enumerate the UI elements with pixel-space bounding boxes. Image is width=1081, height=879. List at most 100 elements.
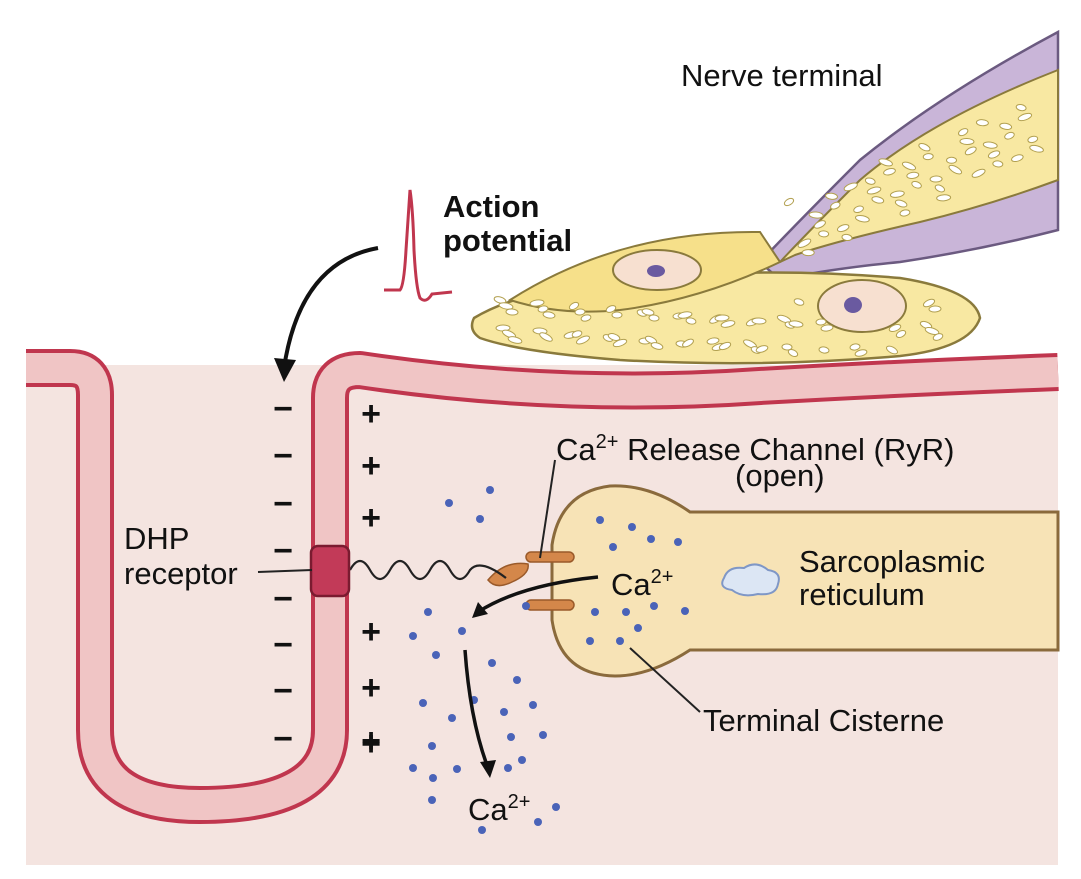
minus-charge-1: − <box>273 390 293 428</box>
sarcolemma-membrane <box>26 349 1059 824</box>
synaptic-vesicle <box>878 158 893 167</box>
calcium-ion-dot <box>628 523 636 531</box>
ca-bottom-label: Ca2+ <box>468 785 530 827</box>
synaptic-vesicle <box>883 167 896 176</box>
synaptic-vesicle <box>871 196 885 204</box>
calcium-ion-dot <box>507 733 515 741</box>
calcium-ion-dot <box>552 803 560 811</box>
ryr-ion: Ca <box>556 432 596 467</box>
synaptic-vesicle <box>1027 135 1039 144</box>
membrane-positive-charges: +++++++ <box>361 395 381 763</box>
synaptic-vesicle <box>922 153 934 161</box>
synaptic-vesicle <box>677 311 693 319</box>
calcium-ion-dot <box>488 659 496 667</box>
calcium-ion-dot <box>616 637 624 645</box>
synaptic-vesicle <box>899 209 911 217</box>
calcium-ion-dot <box>409 632 417 640</box>
dhp-label-line2: receptor <box>124 556 238 591</box>
calcium-ion-dot <box>500 708 508 716</box>
membrane-negative-charges: −−−−−−−− <box>273 390 293 758</box>
synaptic-vesicle <box>706 337 720 345</box>
synaptic-vesicle <box>919 320 933 330</box>
synaptic-vesicle <box>918 142 931 152</box>
terminal-cisterne-label: Terminal Cisterne <box>703 703 945 738</box>
synaptic-vesicle <box>650 342 664 350</box>
calcium-ion-dot <box>681 607 689 615</box>
calcium-ion-dot <box>476 515 484 523</box>
sr-label-line1: Sarcoplasmic <box>799 544 986 579</box>
synaptic-vesicle <box>849 343 861 351</box>
synaptic-vesicle <box>793 298 805 306</box>
synaptic-vesicle <box>808 211 824 219</box>
calcium-ion-dot <box>513 676 521 684</box>
calcium-ion-dot <box>522 602 530 610</box>
calcium-ion-dot <box>453 765 461 773</box>
synaptic-vesicle <box>605 305 617 313</box>
synaptic-vesicle <box>574 308 586 316</box>
calcium-ion-dot <box>586 637 594 645</box>
calcium-ion-dot <box>504 764 512 772</box>
synaptic-vesicle <box>648 314 660 322</box>
synaptic-vesicle <box>888 324 902 332</box>
synaptic-vesicle <box>906 171 920 179</box>
synaptic-vesicle <box>507 336 523 344</box>
calcium-ion-dot <box>428 796 436 804</box>
calcium-ion-dot <box>650 602 658 610</box>
synaptic-vesicle <box>718 341 732 351</box>
synaptic-vesicle <box>755 345 769 353</box>
synaptic-vesicle <box>612 338 628 348</box>
synaptic-vesicle <box>1017 112 1033 122</box>
synaptic-vesicles <box>493 103 1044 358</box>
sarcoplasmic-reticulum <box>550 484 1060 678</box>
calcium-ion-dot <box>539 731 547 739</box>
ryr-state-label: (open) <box>735 458 825 493</box>
synaptic-vesicle <box>987 150 1001 159</box>
synaptic-vesicle <box>714 314 730 322</box>
ryr-label: Ca2+ Release Channel (RyR) <box>556 425 954 467</box>
coil-link <box>349 559 507 581</box>
calcium-flow-arrows <box>463 575 599 778</box>
calcium-ion-dot <box>419 699 427 707</box>
ryr-rest: Release Channel (RyR) <box>618 432 955 467</box>
calcium-ion-dot <box>529 701 537 709</box>
ca-mid-ion: Ca <box>611 567 651 602</box>
action-potential-label-line2: potential <box>443 223 573 258</box>
synaptic-vesicle <box>922 298 936 308</box>
synaptic-vesicle <box>641 308 655 316</box>
plus-charge-4: + <box>361 613 381 651</box>
synaptic-vesicle <box>841 233 853 242</box>
synaptic-vesicle <box>894 199 908 208</box>
synaptic-vesicle <box>818 230 830 238</box>
sr-label-line2: reticulum <box>799 577 925 612</box>
calcium-ions <box>409 486 689 834</box>
synaptic-vesicle <box>493 296 507 304</box>
calcium-ion-dot <box>647 535 655 543</box>
calcium-ion-dot <box>478 826 486 834</box>
synaptic-vesicle <box>936 194 952 202</box>
synaptic-vesicle <box>929 175 943 183</box>
synaptic-vesicle <box>576 335 590 345</box>
calcium-ion-dot <box>609 543 617 551</box>
calcium-ion-dot <box>622 608 630 616</box>
calcium-ion-dot <box>518 756 526 764</box>
minus-charge-2: − <box>273 437 293 475</box>
calcium-ion-dot <box>591 608 599 616</box>
minus-charge-5: − <box>273 580 293 618</box>
action-potential-graphic <box>274 189 453 382</box>
synaptic-vesicle <box>932 333 944 341</box>
muscle-nucleus-right <box>817 279 907 333</box>
synaptic-vesicle <box>783 197 795 207</box>
calcium-ion-dot <box>458 627 466 635</box>
synaptic-vesicle <box>539 332 553 342</box>
synaptic-vesicle <box>975 119 989 127</box>
minus-charge-3: − <box>273 485 293 523</box>
synaptic-vesicle <box>924 326 940 336</box>
synaptic-vesicle <box>830 201 841 210</box>
synaptic-vesicle <box>818 346 830 354</box>
synaptic-vesicle <box>1029 144 1044 153</box>
minus-charge-6: − <box>273 626 293 664</box>
synaptic-vesicle <box>999 122 1013 130</box>
synaptic-vesicle <box>866 186 882 195</box>
nerve-terminal <box>470 29 1060 365</box>
